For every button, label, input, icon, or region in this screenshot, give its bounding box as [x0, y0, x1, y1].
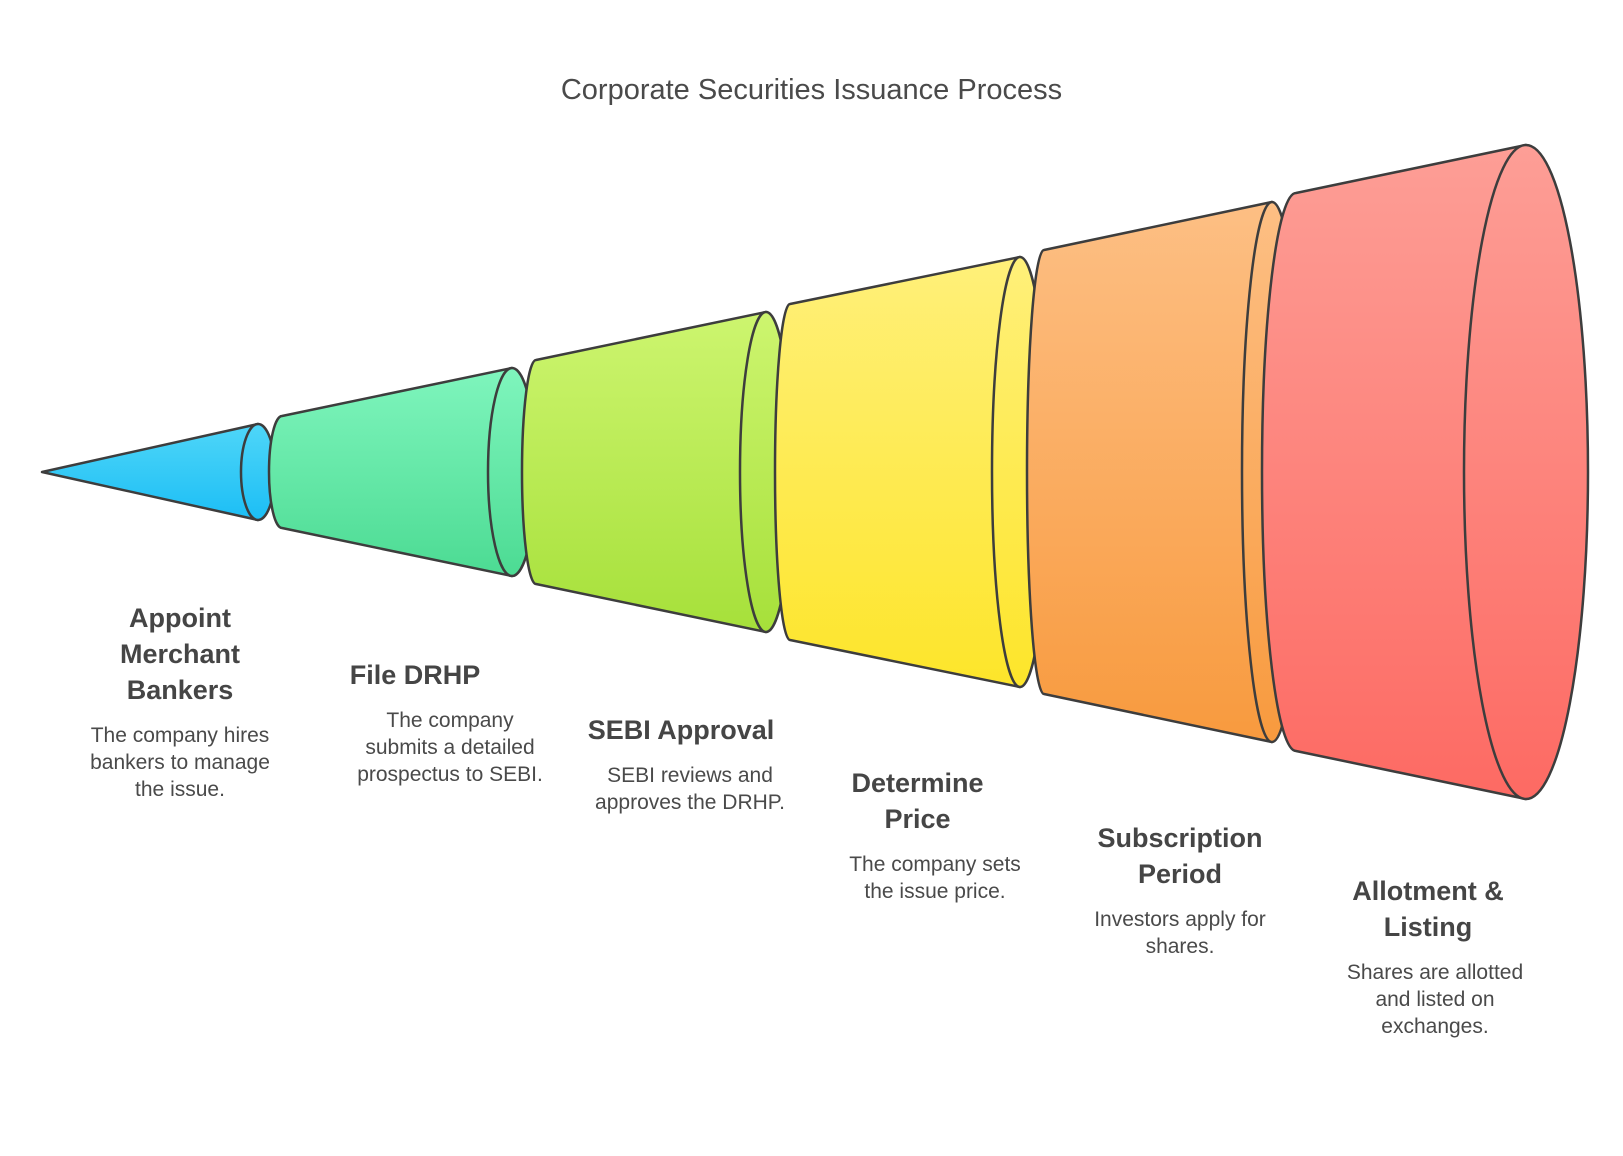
- stage-6-cone-segment: [1260, 143, 1590, 801]
- stage-5-text: Subscription Period Investors apply for …: [1050, 820, 1310, 960]
- stage-2-description: The company submits a detailed prospectu…: [357, 709, 543, 786]
- stage-3-description: SEBI reviews and approves the DRHP.: [595, 764, 785, 814]
- stage-3-cone-segment: [520, 310, 794, 634]
- stage-4-description: The company sets the issue price.: [849, 853, 1021, 903]
- stage-1-cone-segment: [40, 422, 277, 522]
- stage-2-cone-segment: [267, 366, 538, 578]
- stage-4-text: Determine Price The company sets the iss…: [810, 765, 1060, 905]
- stage-6-cone-body: [1260, 143, 1528, 801]
- stage-1-title: Appoint Merchant Bankers: [119, 603, 241, 705]
- stage-1-description: The company hires bankers to manage the …: [90, 724, 270, 801]
- stage-6-title: Allotment & Listing: [1352, 876, 1504, 942]
- stage-1-cone-body: [40, 422, 260, 522]
- stage-3-text: SEBI Approval SEBI reviews and approves …: [555, 712, 825, 816]
- stage-4-cone-body: [773, 255, 1022, 689]
- stage-6-description: Shares are allotted and listed on exchan…: [1346, 961, 1524, 1038]
- stage-3-cone-body: [520, 310, 768, 634]
- stage-2-text: File DRHP The company submits a detailed…: [305, 657, 595, 788]
- stage-4-title: Determine Price: [851, 768, 984, 834]
- stage-3-title: SEBI Approval: [587, 715, 775, 745]
- diagram-title: Corporate Securities Issuance Process: [560, 74, 1063, 106]
- stage-6-text: Allotment & Listing Shares are allotted …: [1295, 873, 1575, 1040]
- stage-6-cone-cap: [1462, 143, 1590, 801]
- stage-2-cone-body: [267, 366, 514, 578]
- stage-5-description: Investors apply for shares.: [1094, 908, 1266, 958]
- stage-5-cone-body: [1025, 200, 1274, 744]
- stage-4-cone-segment: [773, 255, 1050, 689]
- stage-2-title: File DRHP: [349, 660, 481, 690]
- stage-5-title: Subscription Period: [1097, 823, 1263, 889]
- stage-1-text: Appoint Merchant Bankers The company hir…: [55, 600, 305, 803]
